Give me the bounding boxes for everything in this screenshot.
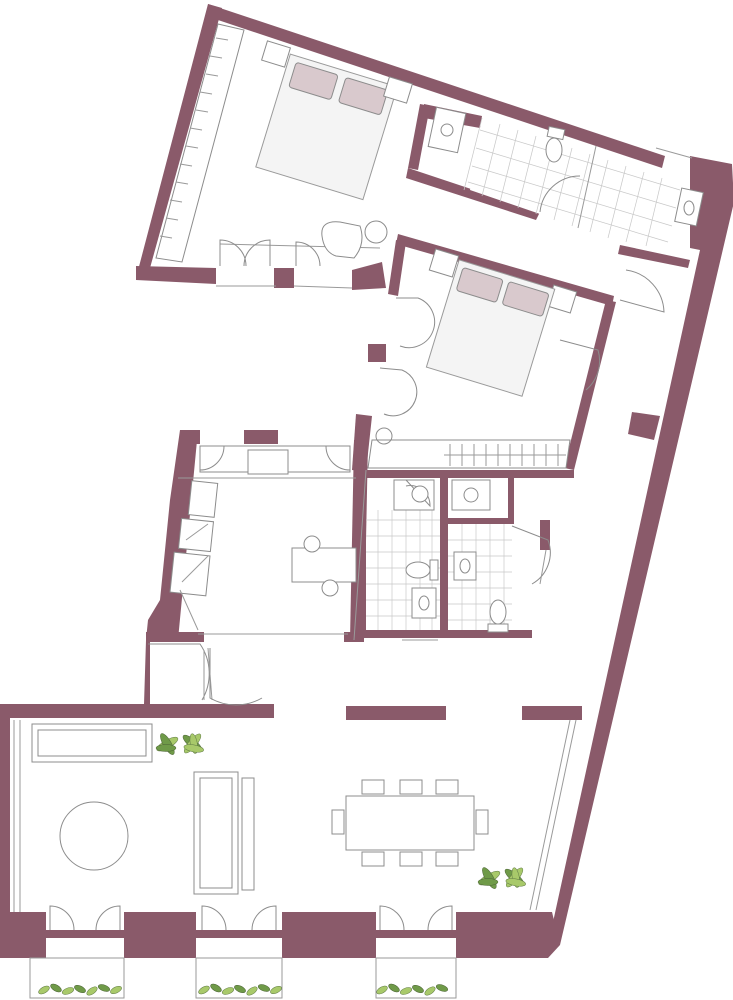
toilet-1[interactable]	[545, 125, 566, 163]
toilet-icon	[405, 561, 431, 579]
door-bedroom1-b[interactable]	[295, 241, 321, 267]
sink-icon	[459, 558, 471, 574]
dining-chairs[interactable]	[331, 779, 489, 867]
plant-icon	[376, 983, 448, 996]
desk-office[interactable]	[291, 547, 357, 583]
shower-2[interactable]	[393, 479, 435, 511]
wardrobe-2[interactable]	[367, 439, 571, 469]
sofa-1[interactable]	[31, 723, 153, 763]
sink-icon	[418, 595, 430, 611]
wardrobe-2-hangers	[444, 444, 566, 466]
bathroom-1-tiles	[463, 117, 681, 247]
wall-bath3-mid	[448, 518, 514, 524]
sink-3[interactable]	[411, 587, 437, 619]
nightstand-1a[interactable]	[260, 40, 292, 68]
wall-bath3-inner	[508, 476, 514, 520]
plant-icon	[477, 867, 526, 889]
shower-divider	[577, 145, 597, 229]
sink-icon	[463, 487, 479, 503]
door-hall-1[interactable]	[619, 269, 665, 313]
wall-bath1-right-stub	[618, 245, 690, 268]
round-rug[interactable]	[59, 801, 129, 871]
wall-office-left	[146, 430, 198, 640]
wall-bath1-bottom	[406, 168, 540, 220]
wall-bath3-right	[540, 520, 550, 550]
wall-bath2-divider	[440, 476, 448, 638]
shelf-office-1[interactable]	[187, 480, 219, 518]
chair-office-bottom[interactable]	[321, 579, 339, 597]
sink-5[interactable]	[453, 551, 477, 581]
wall-pillar-2	[368, 344, 386, 362]
armchair-1[interactable]	[321, 221, 363, 259]
plant-icon	[198, 983, 282, 996]
sofa-2[interactable]	[193, 771, 239, 895]
door-hall-3[interactable]	[207, 647, 263, 706]
door-hall-2[interactable]	[148, 643, 210, 701]
wall-bedroom1-left	[136, 4, 222, 278]
wall-office-top-a	[180, 430, 200, 444]
sink-icon	[683, 200, 695, 216]
wall-living-top-left	[0, 704, 274, 718]
wall-bath-bottom	[362, 630, 532, 638]
office	[169, 445, 357, 631]
wall-office-bottom	[146, 632, 204, 642]
door-bedroom2-c[interactable]	[559, 339, 601, 391]
toilet-3[interactable]	[487, 599, 509, 633]
wall-bedroom1-bottom-right	[352, 262, 386, 290]
wardrobe-1[interactable]	[155, 23, 245, 263]
sink-2[interactable]	[674, 187, 704, 227]
nightstand-2a[interactable]	[428, 248, 460, 278]
toilet-icon	[489, 599, 507, 625]
wall-hall-left	[144, 640, 150, 704]
cabinet-office[interactable]	[247, 449, 289, 475]
bed-1[interactable]	[255, 53, 399, 201]
door-balcony-3[interactable]	[379, 905, 453, 931]
shower-door-1[interactable]	[539, 175, 581, 213]
sink-1[interactable]	[427, 106, 467, 154]
door-office-window[interactable]	[199, 445, 351, 471]
balcony-planters	[38, 983, 448, 996]
bed-2[interactable]	[425, 259, 556, 397]
wall-bath2-top	[362, 470, 574, 478]
door-bedroom2-a[interactable]	[396, 297, 436, 349]
toilet-2[interactable]	[405, 559, 439, 581]
wall-bath2-left	[360, 476, 366, 636]
tv-console[interactable]	[241, 777, 255, 891]
wall-living-top-right	[522, 706, 582, 720]
wall-living-top-mid	[346, 706, 446, 720]
shelf-office-2[interactable]	[177, 517, 215, 553]
bathroom-2	[366, 479, 440, 641]
door-balcony-1[interactable]	[49, 905, 121, 931]
plant-icon	[38, 983, 122, 996]
door-bath3[interactable]	[511, 525, 551, 585]
bedroom-2	[367, 248, 601, 469]
sink-4[interactable]	[451, 479, 491, 511]
bathroom-1	[427, 106, 704, 250]
wall-living-bottom-strip	[0, 930, 560, 938]
wall-living-left	[0, 704, 10, 944]
wall-office-top-b	[244, 430, 278, 444]
bedroom-1	[155, 23, 414, 267]
wardrobe-1-hangers	[159, 37, 229, 239]
door-bedroom2-b[interactable]	[379, 367, 418, 417]
living-room	[31, 723, 526, 931]
door-bedroom1[interactable]	[219, 239, 271, 267]
chair-office-top[interactable]	[303, 535, 321, 553]
wall-bedroom2-left-top	[388, 240, 406, 296]
wall-right-notch	[628, 412, 660, 440]
wall-bedroom1-bottom-left	[136, 266, 216, 284]
toilet-icon	[545, 137, 563, 163]
door-balcony-2[interactable]	[201, 905, 277, 931]
wall-pillar-1	[274, 268, 294, 288]
wall-bedroom2-right	[564, 300, 616, 470]
nightstand-1b[interactable]	[382, 76, 414, 104]
side-table-1[interactable]	[364, 220, 388, 244]
wall-right-exterior	[548, 156, 733, 945]
dining-table[interactable]	[345, 795, 475, 851]
sink-icon	[440, 123, 454, 137]
plant-icon	[155, 733, 204, 755]
bathroom-3	[448, 479, 551, 633]
wall-bath1-left	[408, 104, 430, 170]
